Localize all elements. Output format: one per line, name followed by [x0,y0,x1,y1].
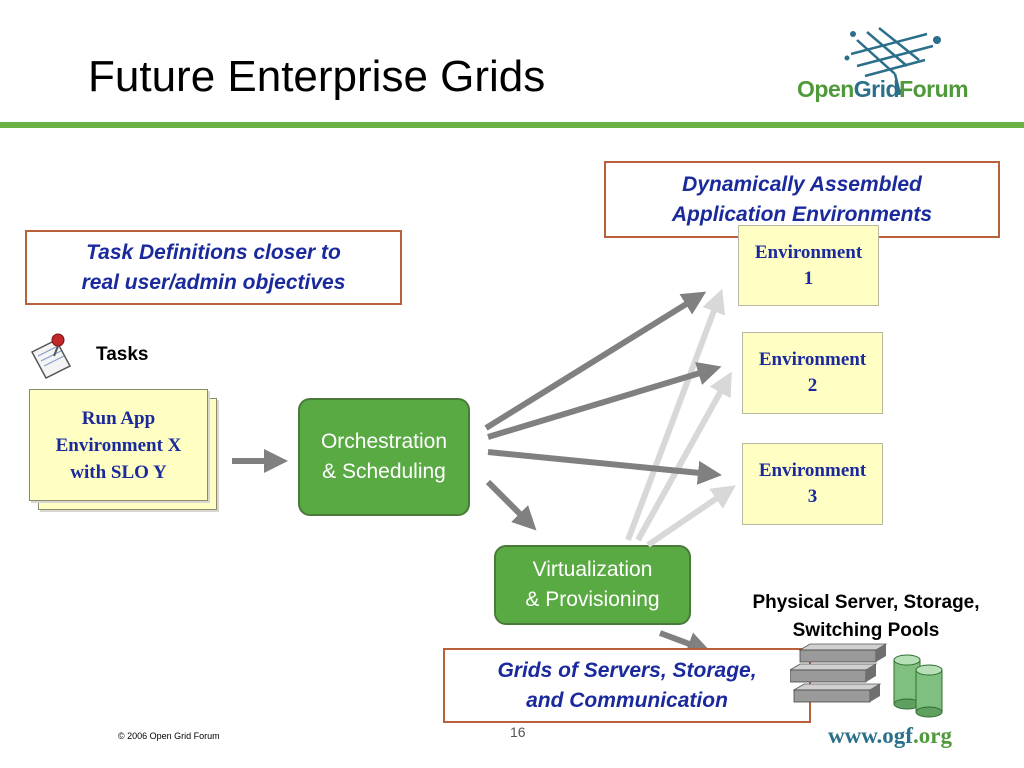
pool-line2: Switching Pools [792,620,940,641]
orch-line2: & Scheduling [322,460,446,483]
logo-word-open: Open [797,76,854,102]
url-tld: .org [912,723,952,748]
ogf-url: www.ogf.org [828,723,952,749]
virt-line2: & Provisioning [525,588,660,611]
arrow-orch-to-env3 [487,449,722,485]
header-divider [0,122,1024,128]
arrow-virt-to-grids [658,630,712,656]
taskdef-line2: real user/admin objectives [81,270,346,294]
url-main: www.ogf [828,723,913,748]
arrow-virt-to-env3 [646,485,736,548]
arrow-virt-to-env2 [635,371,732,542]
grids-line2: and Communication [526,688,728,712]
logo-word-forum: Forum [899,76,969,102]
logo-word-grid: Grid [853,76,900,102]
notepad-pushpin-icon [30,333,72,379]
orchestration-scheduling-box: Orchestration & Scheduling [298,398,470,516]
grids-line1: Grids of Servers, Storage, [497,658,757,682]
environment-1-box: Environment 1 [738,225,879,306]
orch-line1: Orchestration [320,430,448,453]
ogf-logo-wordmark: OpenGridForum [797,76,969,103]
env2-line2: 2 [807,375,818,396]
env3-line1: Environment [758,460,867,481]
task-definitions-callout: Task Definitions closer to real user/adm… [25,230,402,305]
slide-title: Future Enterprise Grids [88,52,546,101]
physical-pool-label: Physical Server, Storage, Switching Pool… [720,589,1012,645]
environment-2-box: Environment 2 [742,332,883,414]
arrow-orch-to-virt [485,479,537,531]
pool-line1: Physical Server, Storage, [752,592,980,613]
environment-3-box: Environment 3 [742,443,883,525]
grids-callout: Grids of Servers, Storage, and Communica… [443,648,811,723]
virt-line1: Virtualization [532,558,653,581]
env2-line1: Environment [758,349,867,370]
task-card-run-app: Run App Environment X with SLO Y [29,389,208,501]
arrow-orch-to-env1 [484,291,707,431]
dynamic-line2: Application Environments [671,202,933,226]
arrow-virt-to-env1 [625,288,726,542]
copyright-footer: © 2006 Open Grid Forum [118,731,220,741]
task-card-line1: Run App [81,407,156,429]
page-number: 16 [510,724,526,740]
taskdef-line1: Task Definitions closer to [86,240,341,264]
env3-line2: 3 [807,486,818,507]
env1-line1: Environment [754,242,863,263]
grid-network-icon [844,27,941,95]
server-rack-database-icon [790,643,943,718]
dynamic-line1: Dynamically Assembled [682,172,922,196]
env1-line2: 1 [803,268,814,289]
task-card-line2: Environment X [55,434,182,456]
tasks-label: Tasks [96,344,149,365]
virtualization-provisioning-box: Virtualization & Provisioning [494,545,691,625]
task-card-line3: with SLO Y [70,461,167,483]
arrow-orch-to-env2 [487,361,722,440]
